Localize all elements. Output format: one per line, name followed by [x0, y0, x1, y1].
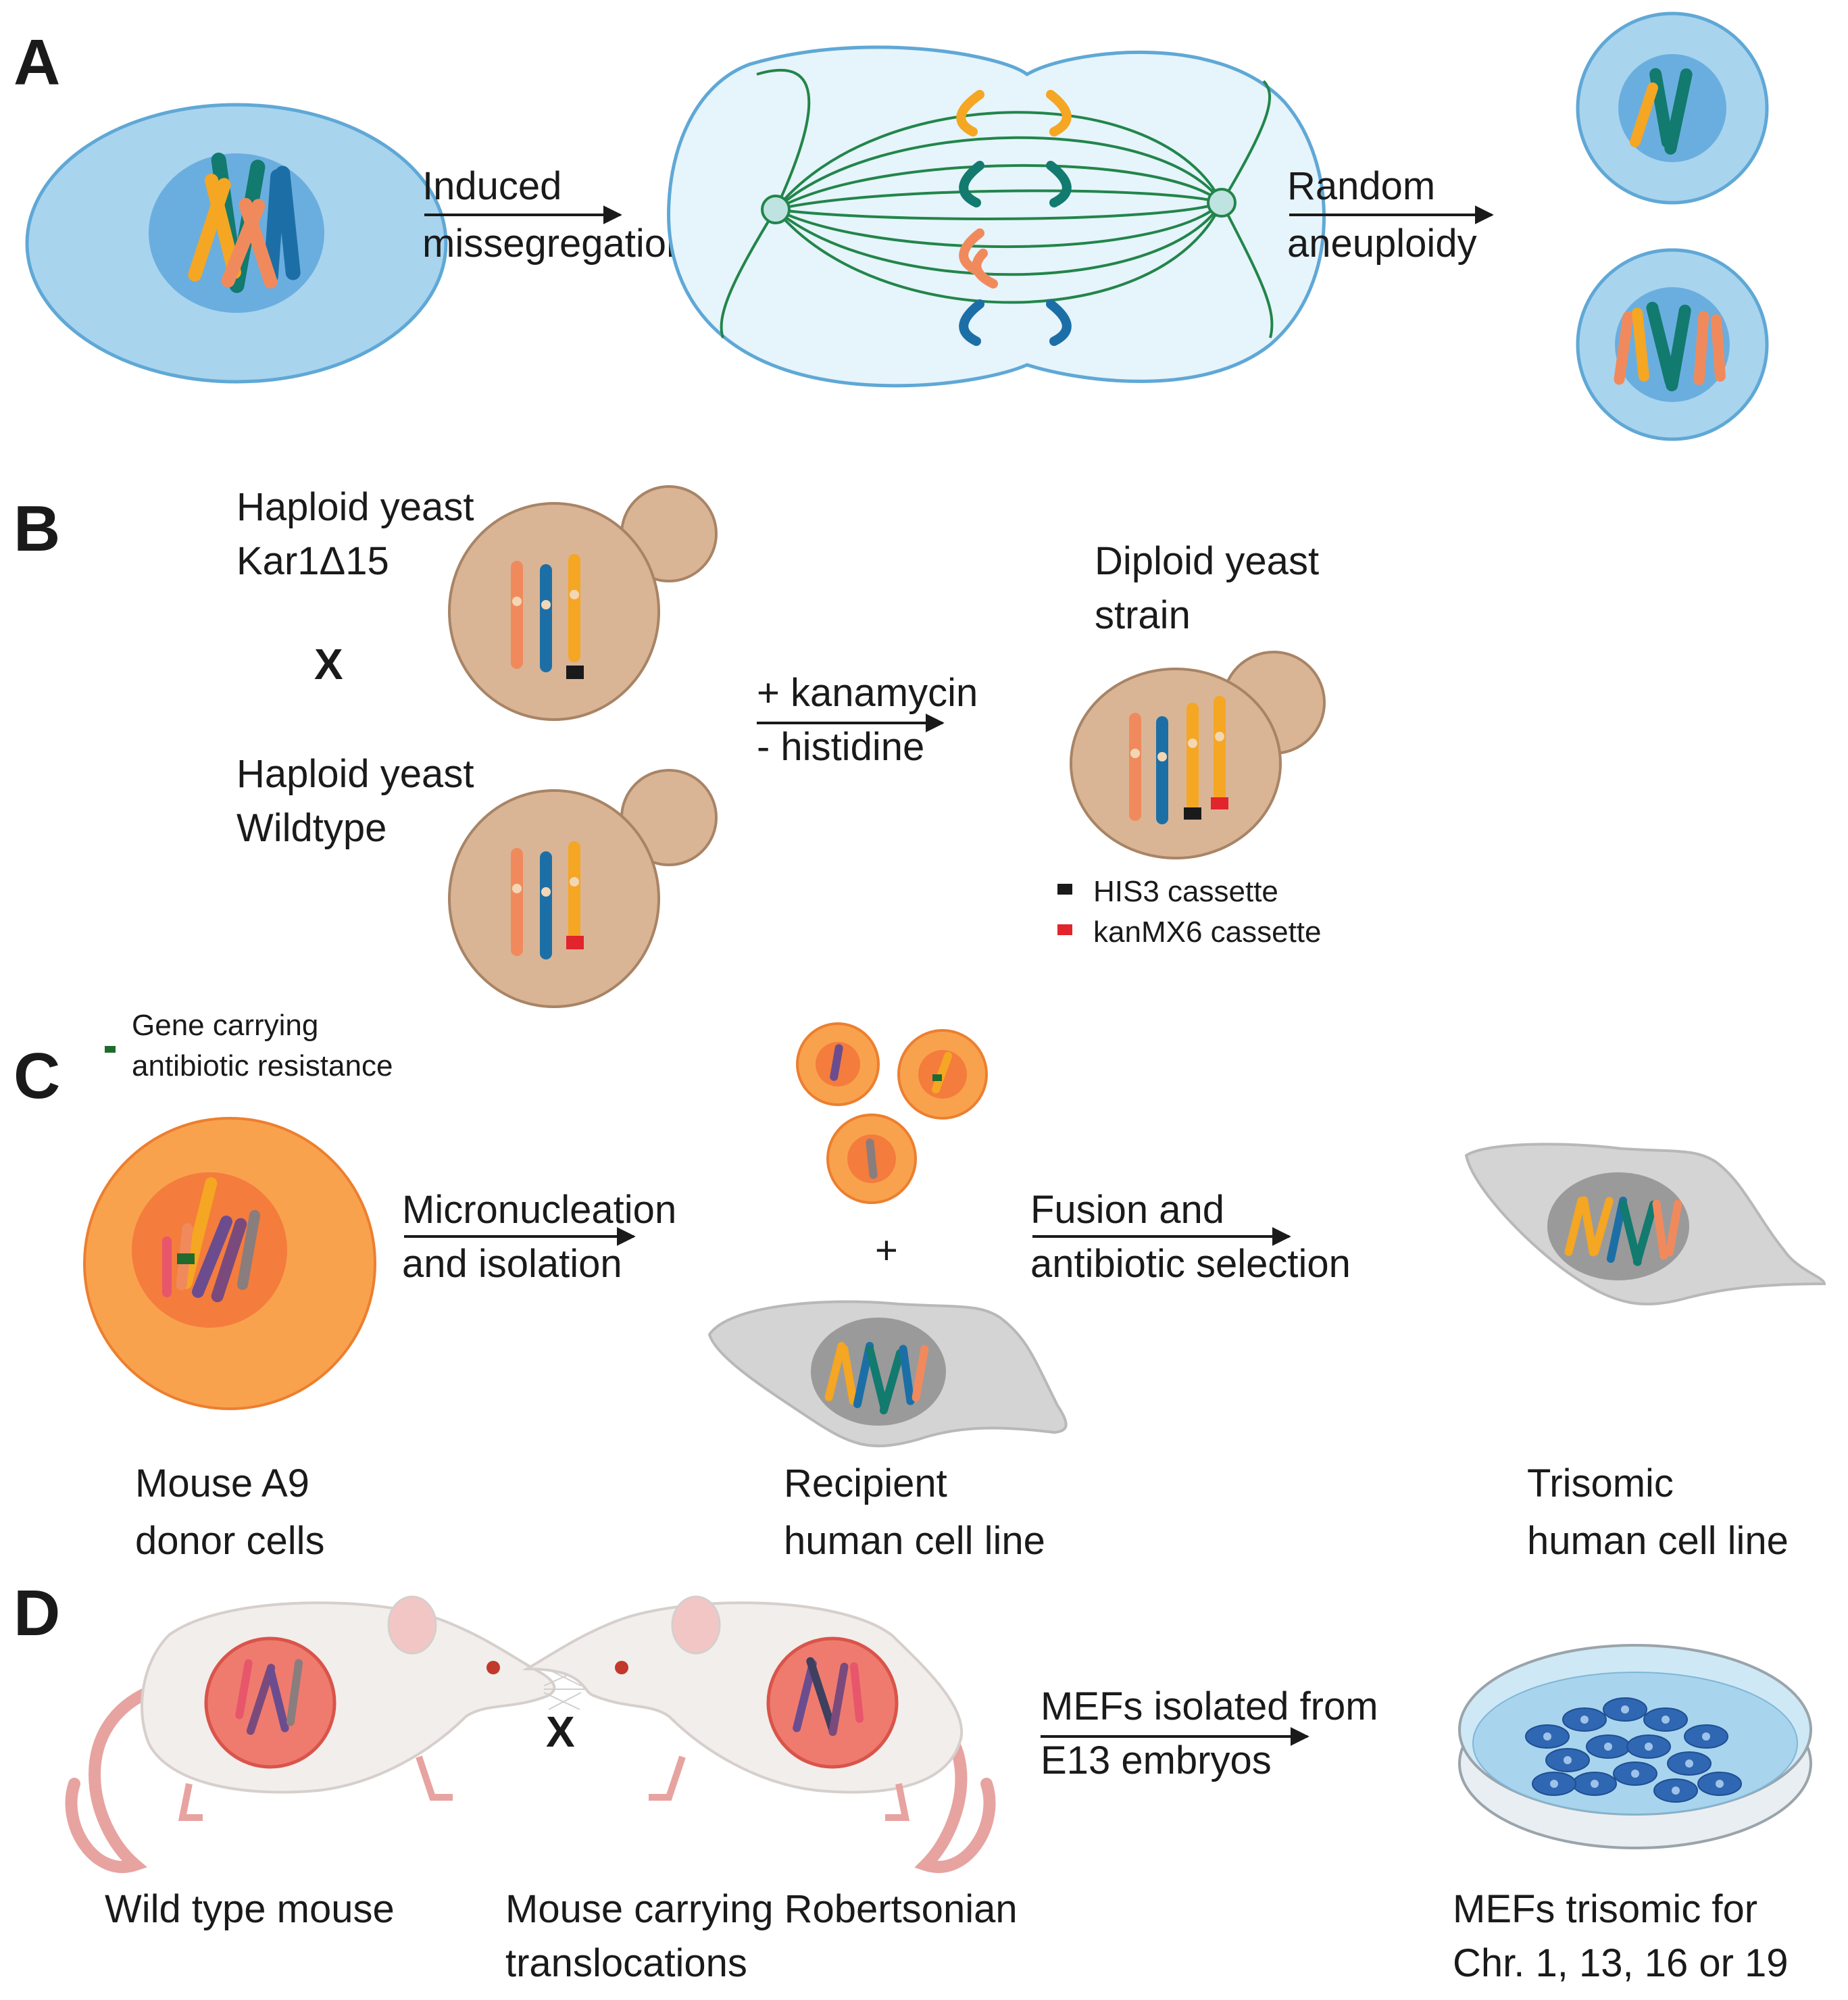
- petri-dish: [1458, 1644, 1812, 1849]
- chromosome-set: [188, 152, 301, 293]
- his3-marker: [1184, 807, 1201, 820]
- robertsonian-mouse: [522, 1595, 996, 1873]
- arrow2-line1: Fusion and: [1030, 1188, 1224, 1232]
- plus-symbol: +: [875, 1228, 898, 1272]
- legend-his3-swatch: [1057, 884, 1072, 895]
- result-line2: strain: [1095, 593, 1191, 637]
- kanmx6-marker: [566, 936, 584, 949]
- yeast-cell-kar1: [448, 485, 718, 721]
- yeast1-line2: Kar1Δ15: [236, 539, 389, 583]
- spindle-fibers: [720, 68, 1274, 339]
- donor-label-line1: Mouse A9: [135, 1461, 309, 1505]
- trisomic-cell: [1464, 1143, 1826, 1305]
- wild-type-mouse: [65, 1595, 584, 1873]
- legend-kanmx6-swatch: [1057, 924, 1072, 935]
- arrow1-line1: Micronucleation: [402, 1188, 676, 1232]
- mef-nuclei: [1543, 1705, 1724, 1795]
- result-label-line2: Chr. 1, 13, 16 or 19: [1453, 1941, 1789, 1985]
- donor-cell: [83, 1117, 376, 1410]
- result-label-line1: MEFs trisomic for: [1453, 1887, 1757, 1931]
- cassette-legend: HIS3 cassette kanMX6 cassette: [1057, 875, 1322, 949]
- recipient-chromosomes: [824, 1341, 929, 1415]
- mouse2-label-line1: Mouse carrying Robertsonian: [505, 1887, 1018, 1931]
- arrow2-line2: antibiotic selection: [1030, 1242, 1351, 1286]
- yeast1-line1: Haploid yeast: [236, 485, 474, 529]
- panel-d: D X: [14, 1577, 1812, 1985]
- resistance-gene: [177, 1253, 195, 1264]
- arrow-line2: E13 embryos: [1041, 1739, 1272, 1782]
- arrow-line1: MEFs isolated from: [1041, 1684, 1378, 1728]
- gene-legend-swatch: [105, 1046, 116, 1053]
- recipient-cell: [707, 1300, 1068, 1447]
- kanmx6-marker: [1211, 797, 1228, 809]
- gene-legend-line2: antibiotic resistance: [132, 1049, 393, 1082]
- centrosome-left: [761, 195, 791, 224]
- legend-kanmx6-label: kanMX6 cassette: [1093, 916, 1322, 949]
- legend-his3-label: HIS3 cassette: [1093, 875, 1278, 908]
- his3-marker: [566, 666, 584, 679]
- arrow-line2: - histidine: [757, 725, 924, 769]
- yeast2-line2: Wildtype: [236, 806, 386, 850]
- arrow2-line1: Random: [1287, 164, 1435, 208]
- arrow1-line1: Induced: [422, 164, 561, 208]
- daughter-cell-bottom: [1576, 248, 1769, 441]
- segregating-chromosomes: [956, 90, 1072, 346]
- yeast-cell-diploid: [1070, 651, 1326, 859]
- panel-a: A Induced missegregation: [14, 11, 1769, 441]
- recipient-label-line2: human cell line: [784, 1519, 1045, 1563]
- microcells: [796, 1022, 988, 1204]
- daughter-cell-top: [1576, 11, 1769, 205]
- arrow1-line2: missegregation: [422, 222, 688, 266]
- arrow2-line2: aneuploidy: [1287, 222, 1477, 266]
- panel-c: C Gene carrying antibiotic resistance Mi…: [14, 1009, 1826, 1563]
- trisomic-label-line2: human cell line: [1527, 1519, 1789, 1563]
- mother-cell: [25, 103, 448, 384]
- panel-c-label: C: [14, 1040, 60, 1112]
- yeast-cell-wildtype: [448, 769, 718, 1008]
- centrosome-right: [1207, 188, 1237, 218]
- trisomic-label-line1: Trisomic: [1527, 1461, 1674, 1505]
- result-line1: Diploid yeast: [1095, 539, 1319, 583]
- gene-legend-line1: Gene carrying: [132, 1009, 318, 1042]
- panel-a-label: A: [14, 26, 60, 99]
- donor-label-line2: donor cells: [135, 1519, 324, 1563]
- yeast2-line1: Haploid yeast: [236, 752, 474, 796]
- recipient-label-line1: Recipient: [784, 1461, 947, 1505]
- panel-d-label: D: [14, 1577, 60, 1649]
- trisomic-chromosomes: [1564, 1196, 1682, 1266]
- arrow1-line2: and isolation: [402, 1242, 622, 1286]
- mouse1-label: Wild type mouse: [105, 1887, 395, 1931]
- panel-b: B Haploid yeast Kar1Δ15 X Haploid yeast …: [14, 485, 1326, 1008]
- dividing-cell: [667, 45, 1326, 388]
- cross-symbol: X: [546, 1707, 575, 1756]
- arrow-line1: + kanamycin: [757, 671, 978, 715]
- mouse2-label-line2: translocations: [505, 1941, 747, 1985]
- cross-symbol: X: [314, 640, 343, 689]
- panel-b-label: B: [14, 493, 60, 565]
